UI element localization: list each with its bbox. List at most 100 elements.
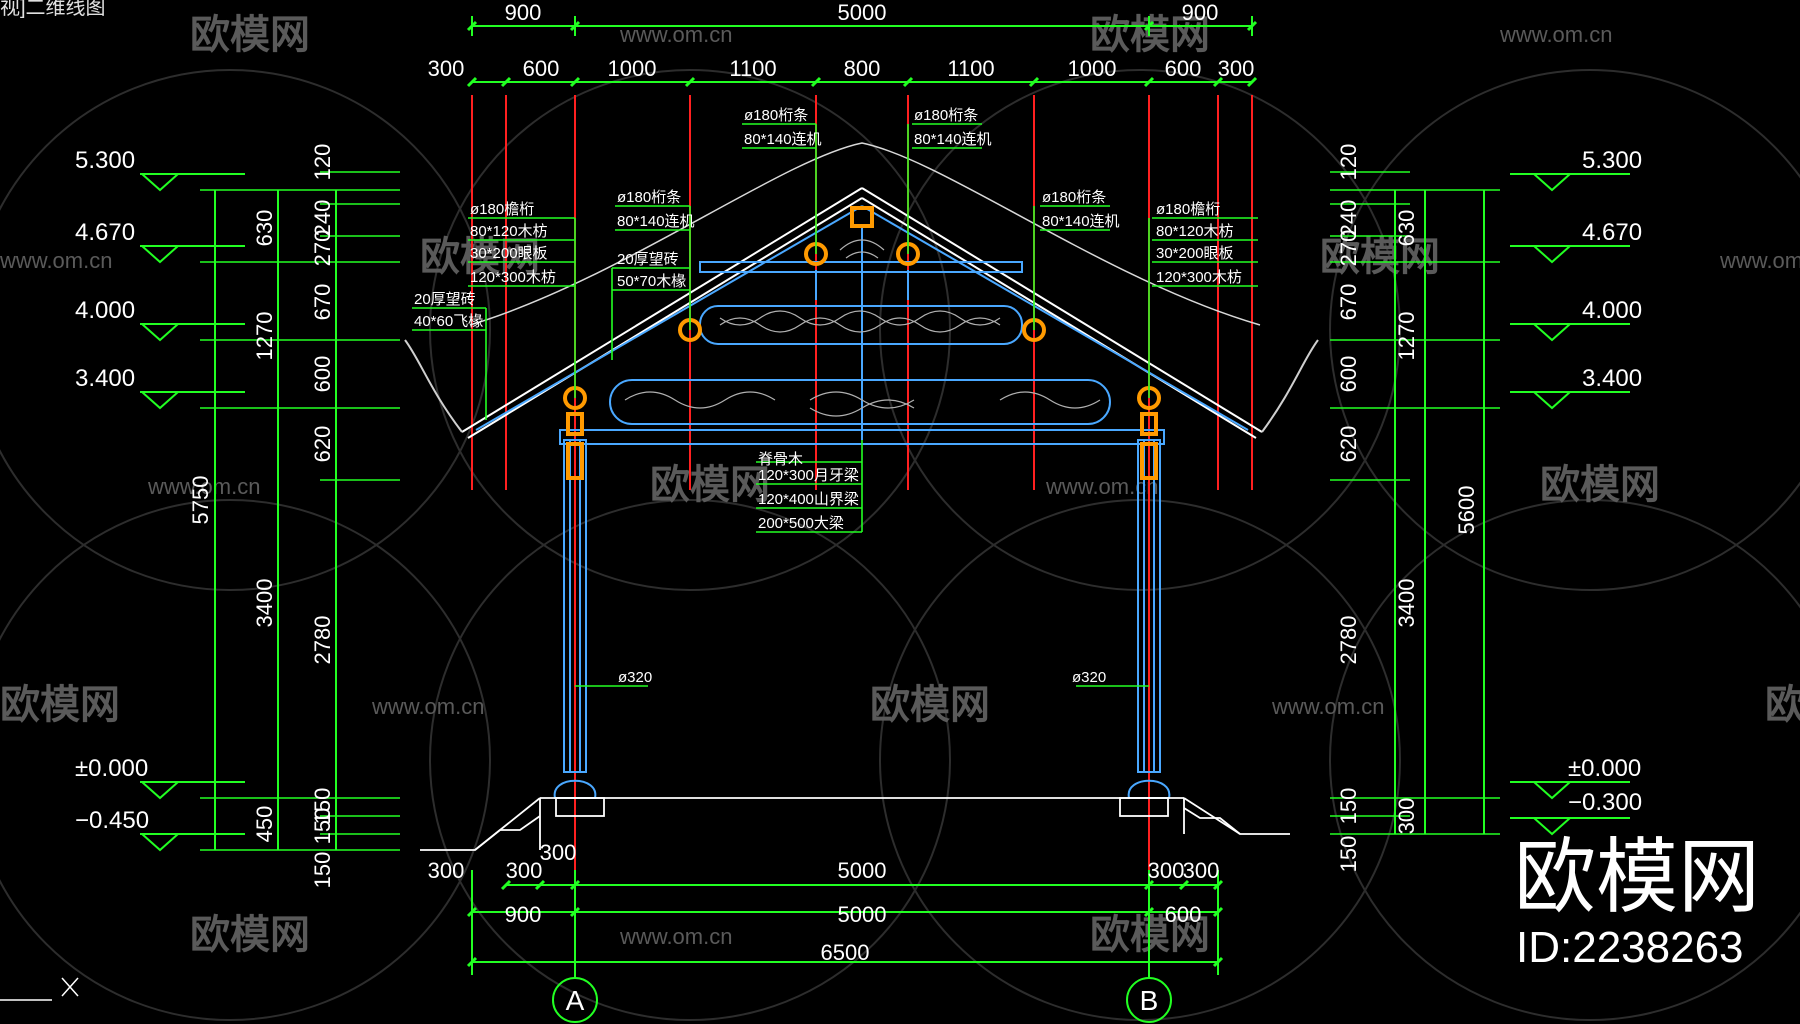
- carvings: [624, 239, 1101, 417]
- svg-text:5.300: 5.300: [1582, 147, 1642, 174]
- brand-watermark-big: 欧模网: [1514, 832, 1760, 923]
- dim-bottom-row1: 300: [540, 840, 577, 865]
- annotation-leaders: [412, 123, 1258, 687]
- svg-text:120: 120: [310, 144, 335, 181]
- left-levels: [140, 173, 245, 852]
- dim-top-900-left: 900: [505, 0, 542, 25]
- svg-text:670: 670: [1336, 284, 1361, 321]
- note-top-left-1: ø180桁条: [744, 107, 808, 124]
- right-dim-labels: 5600 630 1270 3400 300 120 240 270 670 6…: [1336, 144, 1479, 873]
- watermark-url: www.om.cn: [619, 924, 732, 949]
- dim-top-sub: 300: [428, 56, 465, 81]
- dim-top-sub: 800: [844, 56, 881, 81]
- platform: [420, 797, 1290, 851]
- ridge-block: [850, 206, 874, 228]
- svg-text:4.000: 4.000: [1582, 297, 1642, 324]
- svg-text:3400: 3400: [252, 579, 277, 628]
- svg-text:270: 270: [1336, 230, 1361, 267]
- note-top-right-2: 80*140连机: [914, 131, 992, 148]
- watermark-url: www.om.cn: [0, 248, 112, 273]
- svg-text:5.300: 5.300: [75, 147, 135, 174]
- svg-text:±0.000: ±0.000: [75, 755, 148, 782]
- right-level-labels: 5.300 4.670 4.000 3.400 ±0.000 −0.300: [1568, 147, 1642, 816]
- watermark-url: www.om.cn: [1499, 22, 1612, 47]
- dim-top-sub: 1000: [608, 56, 657, 81]
- dim-bottom-row2: 900: [505, 902, 542, 927]
- svg-text:4.670: 4.670: [1582, 219, 1642, 246]
- note-eave-right-1: ø180檐桁: [1156, 201, 1220, 218]
- note-mid-left2-2: 50*70木椽: [617, 273, 686, 290]
- dim-top-sub: 1000: [1068, 56, 1117, 81]
- svg-text:300: 300: [1394, 798, 1419, 835]
- axis-bubbles: A B: [552, 962, 1172, 1023]
- svg-text:4.000: 4.000: [75, 297, 135, 324]
- top-dimensions: [466, 16, 1258, 88]
- watermark-brand: 欧模网: [0, 683, 120, 727]
- svg-text:620: 620: [1336, 426, 1361, 463]
- svg-text:240: 240: [310, 200, 335, 237]
- watermark-url: www.om.cn: [1719, 248, 1800, 273]
- svg-text:630: 630: [1394, 210, 1419, 247]
- dim-bottom-row1: 300: [506, 858, 543, 883]
- note-mid-right-1: ø180桁条: [1042, 189, 1106, 206]
- dim-top-sub: 1100: [729, 56, 776, 81]
- watermark-brand: 欧模网: [1320, 235, 1440, 279]
- note-center-1: 脊骨木: [758, 451, 803, 468]
- svg-text:120: 120: [1336, 144, 1361, 181]
- left-level-labels: 5.300 4.670 4.000 3.400 ±0.000 −0.450: [75, 147, 149, 834]
- dim-top-sub: 600: [523, 56, 560, 81]
- note-eave-left-1: ø180檐桁: [470, 201, 534, 218]
- note-eave-right-3: 30*200眼板: [1156, 244, 1234, 262]
- note-eave-left-2: 80*120木枋: [470, 223, 548, 240]
- svg-text:−0.450: −0.450: [75, 807, 149, 834]
- svg-text:150: 150: [310, 808, 335, 845]
- dim-top-sub: 1100: [947, 56, 994, 81]
- dim-bottom-row1: 300: [1148, 858, 1185, 883]
- left-dim-labels: 5750 630 1270 3400 450 120 240 270 670 6…: [188, 144, 335, 889]
- dim-bottom-row2: 5000: [838, 902, 887, 927]
- top-dimension-labels: 900 5000 900 300 600 1000 1100 800 1100 …: [428, 0, 1255, 81]
- dim-bottom-row1: 300: [428, 858, 465, 883]
- note-top-left-2: 80*140连机: [744, 131, 822, 148]
- svg-text:2780: 2780: [1336, 616, 1361, 665]
- svg-text:2780: 2780: [310, 616, 335, 665]
- note-eave-right-4: 120*300木枋: [1156, 269, 1242, 286]
- svg-text:4.670: 4.670: [75, 219, 135, 246]
- note-flying-rafter-1: 20厚望砖: [414, 291, 476, 308]
- watermark-brand: 欧模网: [870, 683, 990, 727]
- axis-bubble-a: [552, 977, 598, 1023]
- svg-text:600: 600: [310, 356, 335, 393]
- ucs-icon: [0, 977, 79, 1001]
- bottom-dimension-labels: 300 300 300 5000 300 300 900 5000 600 65…: [428, 840, 1220, 965]
- svg-text:600: 600: [1336, 356, 1361, 393]
- note-top-right-1: ø180桁条: [914, 107, 978, 124]
- dim-bottom-row2: 600: [1165, 902, 1202, 927]
- brand-watermark-id: ID:2238263: [1516, 923, 1744, 972]
- note-eave-right-2: 80*120木枋: [1156, 223, 1234, 240]
- svg-text:270: 270: [310, 230, 335, 267]
- watermark-url: www.om.cn: [147, 474, 260, 499]
- watermark-brand: 欧模网: [1765, 683, 1800, 727]
- svg-text:1270: 1270: [252, 312, 277, 361]
- left-vertical-dims: [200, 171, 400, 851]
- svg-text:A: A: [566, 985, 585, 1016]
- svg-text:−0.300: −0.300: [1568, 789, 1642, 816]
- dim-top-sub: 300: [1218, 56, 1255, 81]
- svg-text:240: 240: [1336, 200, 1361, 237]
- dim-bottom-row1: 300: [1183, 858, 1220, 883]
- svg-text:5750: 5750: [188, 476, 213, 525]
- svg-text:5600: 5600: [1454, 486, 1479, 535]
- dim-bottom-row1: 5000: [838, 858, 887, 883]
- watermark-url: www.om.cn: [371, 694, 484, 719]
- dim-top-900-right: 900: [1182, 0, 1219, 25]
- note-column-right: ø320: [1072, 669, 1106, 686]
- svg-text:630: 630: [252, 210, 277, 247]
- roof-outline-curve: [469, 142, 1261, 326]
- svg-text:3.400: 3.400: [1582, 365, 1642, 392]
- note-center-2: 120*300月牙梁: [758, 467, 859, 484]
- note-column-left: ø320: [618, 669, 652, 686]
- watermark-url: www.om.cn: [1271, 694, 1384, 719]
- svg-text:150: 150: [1336, 788, 1361, 825]
- axis-bubble-b: [1126, 977, 1172, 1023]
